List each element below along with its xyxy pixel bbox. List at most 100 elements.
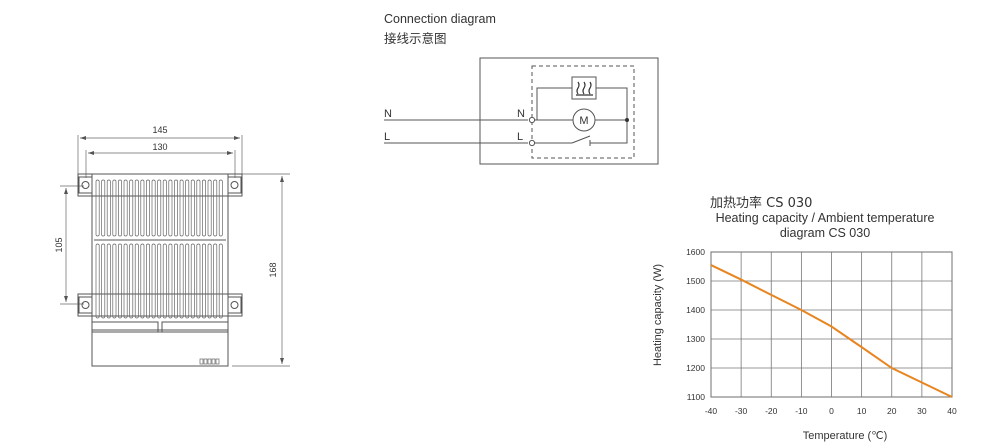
wire-l-label: L	[384, 131, 390, 143]
mounting-flange-bottom	[77, 293, 243, 317]
fin	[174, 243, 178, 319]
connection-diagram-title-cn: 接线示意图	[384, 31, 447, 46]
fin	[95, 179, 100, 237]
y-tick-label: 1500	[686, 276, 705, 286]
dim-height-mount-label: 105	[54, 237, 64, 252]
x-tick-label: -20	[765, 406, 778, 416]
terminal-block	[199, 358, 220, 365]
fin	[162, 179, 167, 237]
fin	[112, 243, 117, 319]
connection-diagram-title: Connection diagram	[384, 12, 496, 26]
x-tick-label: 40	[947, 406, 957, 416]
fin	[112, 179, 117, 237]
fin	[202, 179, 206, 237]
fin	[151, 179, 156, 237]
dimension-height-mount: 105	[54, 185, 84, 305]
fin	[140, 179, 145, 237]
y-tick-label: 1100	[687, 392, 706, 402]
dimension-width-inner: 130	[85, 142, 236, 178]
fin	[106, 179, 111, 237]
fin	[95, 243, 100, 319]
x-tick-label: -10	[795, 406, 808, 416]
y-tick-label: 1300	[686, 334, 705, 344]
mounting-flange-top	[77, 173, 243, 197]
heater-housing	[91, 173, 229, 331]
thermostat-switch-icon	[571, 135, 598, 146]
fin	[157, 179, 162, 237]
fin	[185, 243, 190, 319]
x-axis-label: Temperature (℃)	[803, 430, 888, 442]
fin	[168, 179, 173, 237]
fin	[179, 179, 184, 237]
fin	[207, 179, 212, 237]
y-tick-label: 1400	[686, 305, 705, 315]
fin	[196, 243, 201, 319]
terminal-box	[91, 321, 229, 367]
fin	[213, 243, 218, 319]
dimension-height-total: 168	[232, 173, 290, 367]
device-boundary	[531, 65, 635, 159]
fin	[218, 243, 223, 319]
fin	[146, 243, 150, 319]
dim-width-outer-label: 145	[152, 125, 167, 135]
x-tick-label: 30	[917, 406, 927, 416]
chart-series	[710, 264, 953, 398]
fin	[185, 179, 190, 237]
heat-sink-fins-lower	[95, 243, 223, 319]
x-tick-label: 20	[887, 406, 897, 416]
fin	[129, 243, 134, 319]
fin	[106, 243, 111, 319]
fin	[157, 243, 162, 319]
fin	[196, 179, 201, 237]
fin	[213, 179, 218, 237]
chart-title: Heating capacity / Ambient temperature d…	[715, 211, 935, 240]
x-tick-label: -30	[735, 406, 748, 416]
wire-n-label: N	[384, 108, 392, 120]
fin	[134, 243, 139, 319]
fin	[162, 243, 167, 319]
x-tick-label: 0	[829, 406, 834, 416]
terminal-n	[528, 116, 536, 124]
fin	[174, 179, 178, 237]
fin	[190, 243, 195, 319]
fin	[118, 243, 122, 319]
fin	[134, 179, 139, 237]
terminal-l-label: L	[517, 131, 523, 143]
fin	[207, 243, 212, 319]
fin	[123, 243, 128, 319]
terminal-l	[528, 139, 536, 147]
connection-diagram-frame	[479, 57, 659, 165]
fan-motor-icon: M	[572, 108, 596, 132]
fin	[129, 179, 134, 237]
fin	[118, 179, 122, 237]
x-tick-label: 10	[857, 406, 867, 416]
fin	[101, 243, 106, 319]
fin	[179, 243, 184, 319]
fin	[151, 243, 156, 319]
y-tick-label: 1200	[686, 363, 705, 373]
heater-element-icon	[571, 76, 597, 100]
y-tick-label: 1600	[686, 247, 705, 257]
y-axis-ticks: 1100 1200 1300 1400 1500 1600	[686, 247, 705, 402]
fin	[101, 179, 106, 237]
fin	[202, 243, 206, 319]
chart-grid	[710, 251, 953, 398]
fin	[190, 179, 195, 237]
dim-height-total-label: 168	[268, 262, 278, 277]
dim-width-inner-label: 130	[152, 142, 167, 152]
fin	[140, 243, 145, 319]
x-axis-ticks: -40 -30 -20 -10 0 10 20 30 40	[705, 406, 957, 416]
terminal-n-label: N	[517, 108, 525, 120]
fin	[218, 179, 223, 237]
x-tick-label: -40	[705, 406, 718, 416]
fin	[168, 243, 173, 319]
chart-title-cn: 加热功率 CS 030	[710, 196, 813, 211]
heating-capacity-chart: -40 -30 -20 -10 0 10 20 30 40 1100 1200 1300 1400 15…	[652, 247, 957, 442]
connection-diagram: N L N L M	[384, 57, 659, 165]
motor-label: M	[579, 115, 588, 127]
heater-mechanical-drawing: 145 130 105 168	[54, 125, 290, 367]
y-axis-label: Heating capacity (W)	[652, 264, 664, 366]
heat-sink-fins-upper	[95, 179, 223, 237]
fin	[123, 179, 128, 237]
